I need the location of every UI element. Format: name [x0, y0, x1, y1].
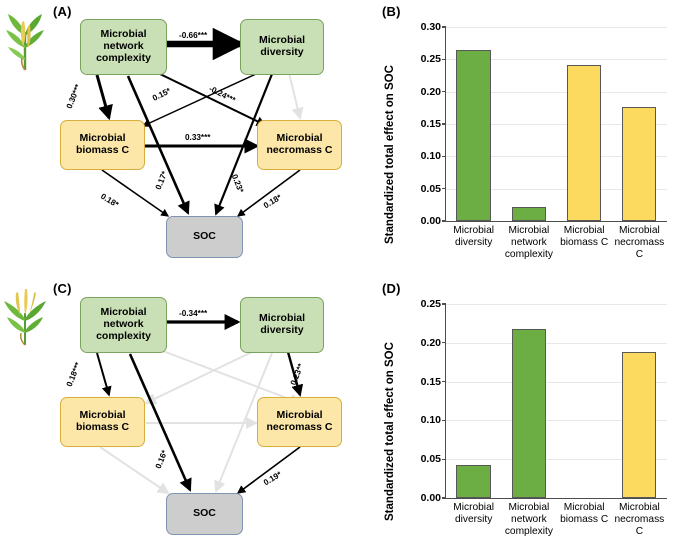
panel-b-bar-chart: (B) Standardized total effect on SOC 0.0… [370, 0, 685, 275]
y-axis-tick-label: 0.15 [420, 375, 441, 388]
path-biomass-soc-ns [99, 446, 170, 495]
y-axis-tick-label: 0.05 [420, 182, 441, 195]
panel-d-label: (D) [382, 281, 401, 296]
panel-c-label: (C) [53, 281, 72, 296]
panel-a-label: (A) [53, 4, 72, 19]
path-diversity-necromass [286, 351, 304, 397]
y-axis-tick-mark [442, 155, 446, 158]
x-axis-category-label: Microbial necromass C [614, 502, 665, 537]
node-microbial-necromass-c: Microbial necromass C [257, 397, 342, 447]
path-diversity-biomass-ns [144, 350, 255, 405]
y-axis-tick-label: 0.10 [420, 150, 441, 163]
x-axis-category-label: Microbial biomass C [560, 225, 609, 248]
gridline [446, 304, 667, 305]
path-complexity-biomass [95, 74, 113, 121]
gridline [446, 342, 667, 344]
edge-label-biomass-necromass: 0.33*** [185, 133, 211, 142]
edge-label-complexity-diversity: -0.66*** [179, 31, 208, 40]
path-biomass-soc [101, 169, 170, 217]
node-soc: SOC [166, 493, 243, 535]
x-axis-category-label: Microbial network complexity [504, 225, 553, 260]
y-axis-tick-label: 0.00 [420, 215, 441, 227]
y-axis-tick-mark [442, 123, 446, 125]
bar-microbial-diversity[interactable] [456, 464, 491, 498]
path-diversity-necromass-ns [288, 72, 304, 120]
node-microbial-network-complexity: Microbial network complexity [80, 19, 167, 75]
path-necromass-soc [236, 169, 301, 217]
y-axis-tick-label: 0.25 [420, 53, 441, 66]
node-microbial-necromass-c: Microbial necromass C [257, 120, 342, 170]
x-axis-category-label: Microbial diversity [453, 502, 494, 525]
y-axis-tick-label: 0.15 [420, 118, 441, 130]
panel-d-y-axis-label: Standardized total effect on SOC [384, 342, 396, 521]
path-complexity-necromass [159, 73, 267, 126]
gridline [446, 156, 667, 158]
y-axis-tick-label: 0.25 [420, 298, 441, 310]
y-axis-tick-mark [442, 303, 446, 305]
panel-c-path-layer [96, 314, 304, 495]
y-axis-tick-label: 0.30 [420, 21, 441, 33]
y-axis-tick-label: 0.05 [420, 453, 441, 466]
panel-b-y-axis-label: Standardized total effect on SOC [384, 65, 396, 244]
edge-label-complexity-diversity: -0.34*** [179, 309, 208, 318]
y-axis-tick-mark [442, 187, 446, 190]
gridline [446, 27, 667, 28]
y-axis-tick-label: 0.00 [420, 492, 441, 504]
panel-b-label: (B) [382, 4, 401, 19]
bar-microbial-necromass-c[interactable] [622, 106, 657, 221]
node-microbial-diversity: Microbial diversity [240, 297, 324, 353]
gridline [446, 381, 667, 383]
y-axis-tick-mark [442, 58, 446, 61]
node-soc: SOC [166, 216, 243, 258]
rice-plant-icon [4, 289, 46, 346]
x-axis-category-label: Microbial necromass C [614, 225, 665, 260]
panel-a-sem-diagram: (A) Microbial network complexity Microbi… [0, 0, 370, 275]
node-microbial-network-complexity: Microbial network complexity [80, 297, 167, 353]
y-axis-tick-mark [442, 26, 446, 28]
gridline [446, 420, 667, 422]
y-axis-tick-mark [442, 458, 446, 460]
gridline [446, 459, 667, 461]
y-axis-tick-label: 0.10 [420, 414, 441, 427]
gridline [446, 59, 667, 61]
x-axis-category-label: Microbial biomass C [560, 502, 609, 525]
node-microbial-diversity: Microbial diversity [240, 19, 324, 75]
path-complexity-necromass-ns [162, 350, 302, 406]
y-axis-tick-mark [442, 380, 446, 383]
bar-microbial-biomass-c[interactable] [566, 64, 602, 221]
y-axis-tick-mark [442, 419, 446, 422]
y-axis-tick-label: 0.20 [420, 336, 441, 349]
panel-d-bar-chart: (D) Standardized total effect on SOC 0.0… [370, 275, 685, 549]
node-microbial-biomass-c: Microbial biomass C [60, 120, 145, 170]
bar-microbial-necromass-c[interactable] [622, 352, 657, 498]
panel-c-sem-diagram: (C) Microbial network complexity Microbi… [0, 275, 370, 550]
gridline [446, 124, 667, 125]
y-axis-tick-mark [442, 90, 446, 93]
maize-plant-icon [6, 14, 44, 71]
node-microbial-biomass-c: Microbial biomass C [60, 397, 145, 447]
path-diversity-soc [214, 73, 274, 216]
path-necromass-soc [236, 446, 301, 494]
panel-a-path-layer [95, 27, 304, 217]
bar-microbial-network-complexity[interactable] [511, 206, 546, 221]
gridline [446, 188, 667, 190]
path-complexity-soc [128, 353, 192, 492]
path-complexity-biomass [96, 352, 112, 397]
gridline [446, 91, 667, 93]
path-diversity-biomass [141, 73, 257, 127]
bar-microbial-network-complexity[interactable] [511, 328, 546, 498]
x-axis-category-label: Microbial diversity [453, 225, 494, 248]
y-axis-tick-mark [442, 220, 446, 222]
bar-microbial-diversity[interactable] [456, 49, 491, 221]
y-axis-tick-label: 0.20 [420, 85, 441, 98]
x-axis-category-label: Microbial network complexity [504, 502, 553, 537]
y-axis-tick-mark [442, 497, 446, 499]
y-axis-tick-mark [442, 342, 446, 344]
